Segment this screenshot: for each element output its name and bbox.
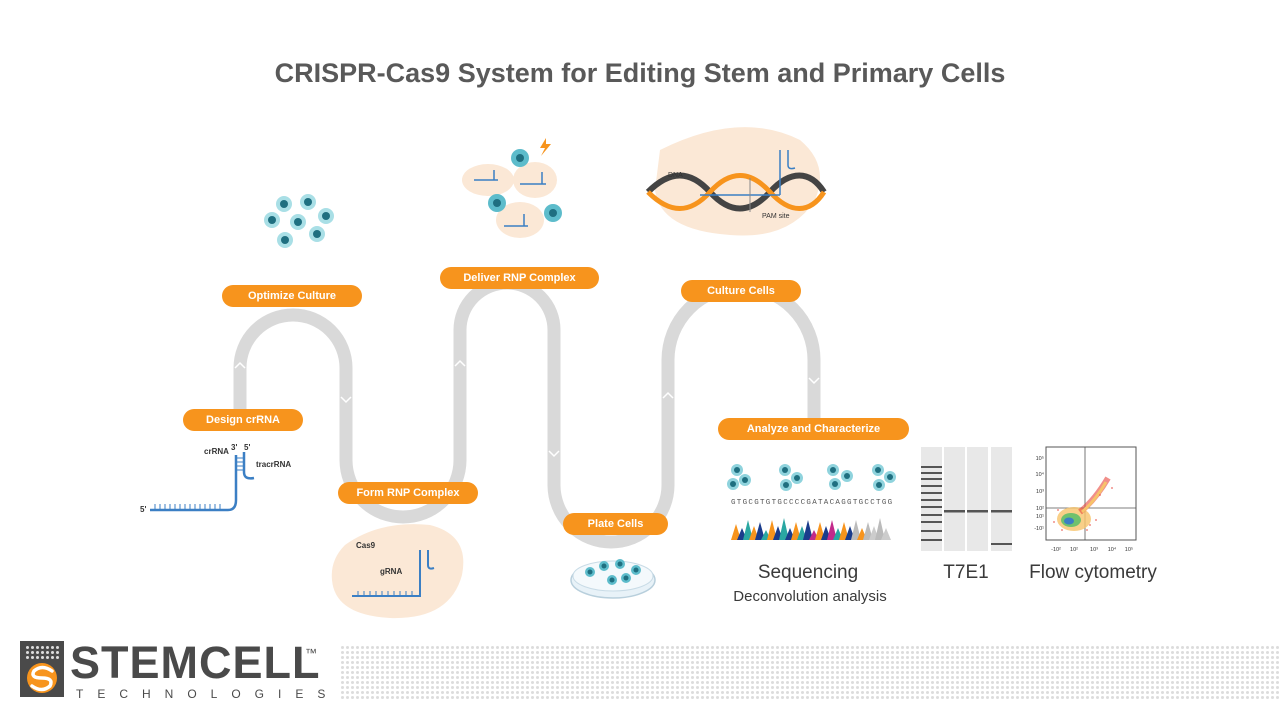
caption-deconvolution: Deconvolution analysis xyxy=(733,588,887,605)
tracrrna-label: tracrRNA xyxy=(256,460,291,469)
step-analyze-characterize[interactable]: Analyze and Characterize xyxy=(718,418,909,440)
step-design-crrna[interactable]: Design crRNA xyxy=(183,409,303,431)
logo-tagline: TECHNOLOGIES xyxy=(76,687,340,701)
sequence-text: GTGCGTGTGCCCCGATACAGGTGCCTGG xyxy=(731,499,893,507)
analysis-cells-row xyxy=(727,464,896,491)
petri-dish-illustration xyxy=(570,559,656,599)
flow-x-ticks: -10² 10² 10³ 10⁴ 10⁵ xyxy=(1051,546,1133,553)
grna-label: gRNA xyxy=(380,567,402,576)
step-form-rnp-complex[interactable]: Form RNP Complex xyxy=(338,482,478,504)
caption-flow-cytometry: Flow cytometry xyxy=(1029,562,1157,583)
t7e1-gel xyxy=(921,447,1012,551)
delivery-illustration xyxy=(462,138,562,238)
step-plate-cells[interactable]: Plate Cells xyxy=(563,513,668,535)
rnp-complex-illustration: Cas9 gRNA xyxy=(331,524,464,619)
flow-y-tick: -10¹ xyxy=(1034,526,1044,532)
flow-y-tick: 10⁵ xyxy=(1036,455,1044,462)
flow-x-tick: 10⁴ xyxy=(1108,546,1117,553)
dna-editing-illustration: DNA PAM site xyxy=(645,127,827,236)
caption-t7e1: T7E1 xyxy=(943,562,989,583)
flow-x-tick: 10⁵ xyxy=(1125,546,1133,553)
footer-dot-band xyxy=(340,645,1280,700)
flow-x-tick: 10² xyxy=(1070,547,1078,553)
step-culture-cells[interactable]: Culture Cells xyxy=(681,280,801,302)
cas9-label: Cas9 xyxy=(356,541,376,550)
step-deliver-rnp-complex[interactable]: Deliver RNP Complex xyxy=(440,267,599,289)
flow-cytometry-plot xyxy=(1045,446,1137,541)
crrna-illustration: crRNA 3' 5' tracrRNA 5' xyxy=(140,443,291,514)
step-optimize-culture[interactable]: Optimize Culture xyxy=(222,285,362,307)
flow-y-tick: 10⁴ xyxy=(1036,471,1045,478)
pam-site-label: PAM site xyxy=(762,213,790,220)
flow-y-tick: 10³ xyxy=(1036,489,1044,495)
logo-trademark: ™ xyxy=(305,646,317,660)
caption-sequencing: Sequencing xyxy=(757,562,859,583)
dna-label: DNA xyxy=(668,172,683,179)
track-arrows xyxy=(234,359,820,458)
chromatogram xyxy=(731,518,891,540)
flow-x-tick: 10³ xyxy=(1090,547,1098,553)
five-prime-top-label: 5' xyxy=(244,443,250,452)
stemcell-logo-mark xyxy=(20,641,64,697)
workflow-track xyxy=(233,276,821,549)
flow-y-ticks: 10⁵ 10⁴ 10³ 10² 10¹ -10¹ xyxy=(1034,455,1044,532)
cell-cluster-illustration xyxy=(264,194,334,248)
five-prime-label: 5' xyxy=(140,505,146,514)
flow-y-tick: 10¹ xyxy=(1036,514,1044,520)
page-title: CRISPR-Cas9 System for Editing Stem and … xyxy=(274,58,1006,88)
flow-x-tick: -10² xyxy=(1051,547,1061,553)
crrna-label: crRNA xyxy=(204,447,229,456)
flow-y-tick: 10² xyxy=(1036,506,1044,512)
three-prime-label: 3' xyxy=(231,443,237,452)
logo-wordmark: STEMCELL xyxy=(70,637,321,688)
